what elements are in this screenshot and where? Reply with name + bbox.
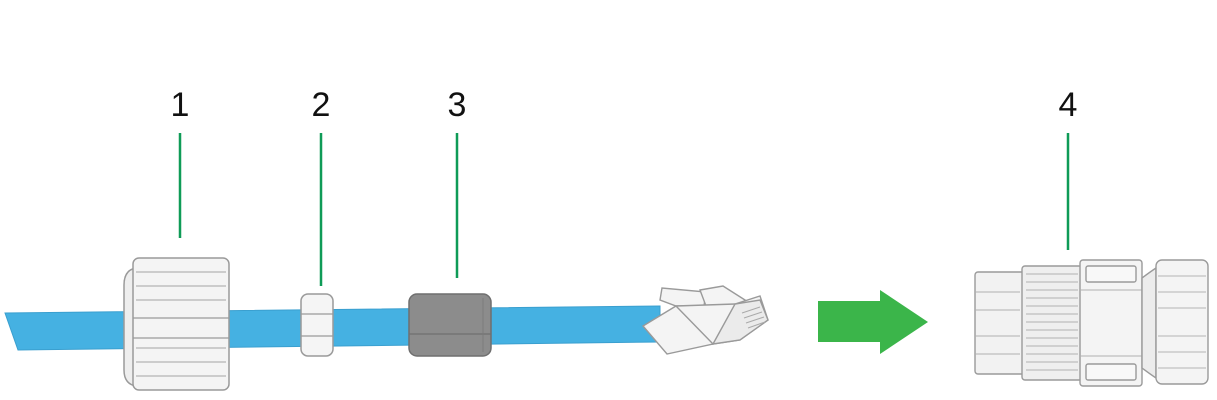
connector-icon <box>974 259 1209 387</box>
nut-icon <box>123 257 230 391</box>
leader-lines <box>178 133 1070 286</box>
callout-label-3: 3 <box>448 86 467 124</box>
right-arrow-icon <box>818 290 928 354</box>
callout-label-1: 1 <box>171 86 190 124</box>
callout-label-2: 2 <box>312 86 331 124</box>
callout-label-4: 4 <box>1059 86 1078 124</box>
ring-icon <box>300 293 334 357</box>
rj45-plug-icon <box>641 285 769 355</box>
seal-icon <box>408 293 492 357</box>
